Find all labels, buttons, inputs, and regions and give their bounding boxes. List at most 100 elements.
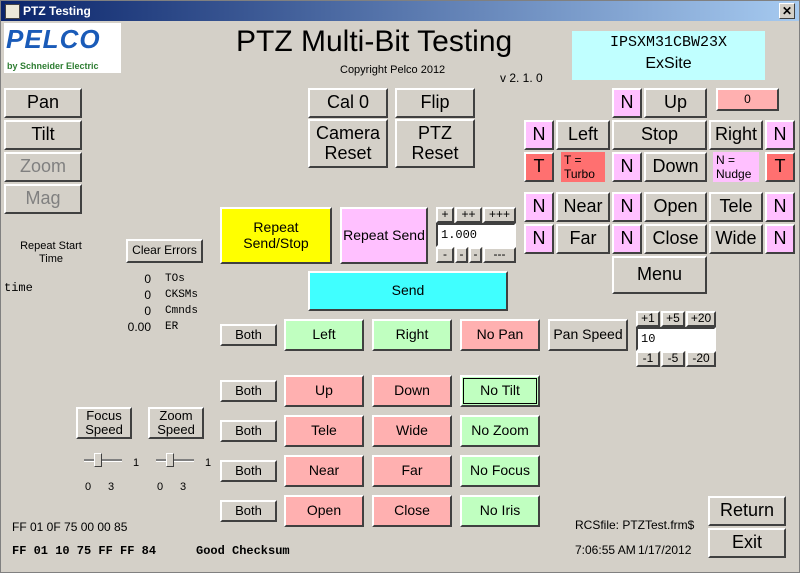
right-turbo-button[interactable]: T [765, 152, 795, 182]
pan-right-button[interactable]: Right [372, 319, 452, 351]
wide-nudge-button[interactable]: N [765, 224, 795, 254]
focus-speed-button[interactable]: Focus Speed [76, 407, 132, 439]
focus-speed-max: 3 [108, 481, 115, 493]
repeat-start-time: time [4, 281, 33, 295]
pan-left-button[interactable]: Left [284, 319, 364, 351]
tilt-both-button[interactable]: Both [220, 380, 277, 402]
tilt-up-button[interactable]: Up [284, 375, 364, 407]
send-button[interactable]: Send [308, 271, 508, 311]
left-nudge-button[interactable]: N [524, 120, 554, 150]
ptz-reset-button[interactable]: PTZ Reset [395, 119, 475, 168]
pan-speed-inc20[interactable]: +20 [686, 311, 716, 327]
focus-speed-value: 1 [133, 457, 140, 469]
close-window-button[interactable]: ✕ [779, 3, 795, 19]
focus-both-button[interactable]: Both [220, 460, 277, 482]
down-button[interactable]: Down [644, 152, 707, 182]
stat-cmnds-key: Cmnds [165, 305, 199, 317]
mag-mode-button[interactable]: Mag [4, 184, 82, 214]
flip-button[interactable]: Flip [395, 88, 475, 118]
zero-button[interactable]: 0 [716, 88, 779, 111]
pan-speed-dec1[interactable]: -1 [636, 351, 660, 367]
no-tilt-button[interactable]: No Tilt [460, 375, 540, 407]
version: v 2. 1. 0 [500, 71, 543, 85]
repeat-dec4-button[interactable]: --- [483, 247, 516, 263]
return-button[interactable]: Return [708, 496, 786, 526]
down-nudge-button[interactable]: N [612, 152, 642, 182]
zoom-tele-button[interactable]: Tele [284, 415, 364, 447]
zoom-both-button[interactable]: Both [220, 420, 277, 442]
stop-button[interactable]: Stop [612, 120, 707, 150]
focus-far-button[interactable]: Far [372, 455, 452, 487]
stat-cmnds-value: 0 [144, 304, 151, 318]
iris-both-button[interactable]: Both [220, 500, 277, 522]
repeat-send-stop-button[interactable]: Repeat Send/Stop [220, 207, 332, 264]
pan-mode-button[interactable]: Pan [4, 88, 82, 118]
repeat-dec2-button[interactable]: - [455, 247, 468, 263]
checksum-status: Good Checksum [196, 544, 290, 558]
focus-speed-thumb[interactable] [94, 453, 102, 467]
clear-errors-button[interactable]: Clear Errors [126, 239, 203, 263]
up-button[interactable]: Up [644, 88, 707, 118]
stat-er-key: ER [165, 321, 179, 333]
repeat-dec1-button[interactable]: - [436, 247, 454, 263]
zoom-speed-thumb[interactable] [166, 453, 174, 467]
repeat-send-button[interactable]: Repeat Send [340, 207, 428, 264]
exit-button[interactable]: Exit [708, 528, 786, 558]
repeat-inc1-button[interactable]: + [436, 207, 454, 223]
tilt-down-button[interactable]: Down [372, 375, 452, 407]
far-button[interactable]: Far [556, 224, 610, 254]
far-nudge-button[interactable]: N [524, 224, 554, 254]
up-nudge-button[interactable]: N [612, 88, 642, 118]
device-box: IPSXM31CBW23X ExSite [572, 31, 765, 80]
stat-tos-key: TOs [165, 273, 185, 285]
zoom-mode-button[interactable]: Zoom [4, 152, 82, 182]
menu-button[interactable]: Menu [612, 256, 707, 294]
page-title: PTZ Multi-Bit Testing [236, 25, 513, 58]
zoom-wide-button[interactable]: Wide [372, 415, 452, 447]
tele-nudge-button[interactable]: N [765, 192, 795, 222]
pan-speed-button[interactable]: Pan Speed [548, 319, 628, 351]
close-iris-button[interactable]: Close [644, 224, 707, 254]
zoom-speed-button[interactable]: Zoom Speed [148, 407, 204, 439]
near-button[interactable]: Near [556, 192, 610, 222]
repeat-interval-input[interactable] [436, 223, 516, 247]
pan-speed-input[interactable] [636, 327, 716, 351]
iris-close-button[interactable]: Close [372, 495, 452, 527]
open-nudge-button[interactable]: N [612, 192, 642, 222]
logo-sub: by Schneider Electric [7, 61, 99, 71]
pan-speed-dec20[interactable]: -20 [686, 351, 716, 367]
repeat-dec3-button[interactable]: - [469, 247, 482, 263]
zoom-speed-slider[interactable] [156, 453, 196, 467]
open-button[interactable]: Open [644, 192, 707, 222]
near-nudge-button[interactable]: N [524, 192, 554, 222]
title-bar: PTZ Testing ✕ [1, 1, 799, 21]
focus-near-button[interactable]: Near [284, 455, 364, 487]
repeat-inc2-button[interactable]: ++ [455, 207, 482, 223]
tele-button[interactable]: Tele [709, 192, 763, 222]
pan-both-button[interactable]: Both [220, 324, 277, 346]
iris-open-button[interactable]: Open [284, 495, 364, 527]
no-pan-button[interactable]: No Pan [460, 319, 540, 351]
turbo-legend: T = Turbo [561, 152, 605, 182]
focus-speed-slider[interactable] [84, 453, 124, 467]
wide-button[interactable]: Wide [709, 224, 763, 254]
tilt-mode-button[interactable]: Tilt [4, 120, 82, 150]
camera-reset-button[interactable]: Camera Reset [308, 119, 388, 168]
repeat-inc3-button[interactable]: +++ [483, 207, 516, 223]
pan-speed-inc5[interactable]: +5 [661, 311, 685, 327]
left-turbo-button[interactable]: T [524, 152, 554, 182]
pan-speed-inc1[interactable]: +1 [636, 311, 660, 327]
close-nudge-button[interactable]: N [612, 224, 642, 254]
clock-time: 7:06:55 AM [575, 543, 636, 557]
no-iris-button[interactable]: No Iris [460, 495, 540, 527]
app-icon [5, 4, 20, 19]
pan-speed-dec5[interactable]: -5 [661, 351, 685, 367]
no-zoom-button[interactable]: No Zoom [460, 415, 540, 447]
left-button[interactable]: Left [556, 120, 610, 150]
no-focus-button[interactable]: No Focus [460, 455, 540, 487]
right-nudge-button[interactable]: N [765, 120, 795, 150]
right-button[interactable]: Right [709, 120, 763, 150]
cal0-button[interactable]: Cal 0 [308, 88, 388, 118]
zoom-speed-max: 3 [180, 481, 187, 493]
